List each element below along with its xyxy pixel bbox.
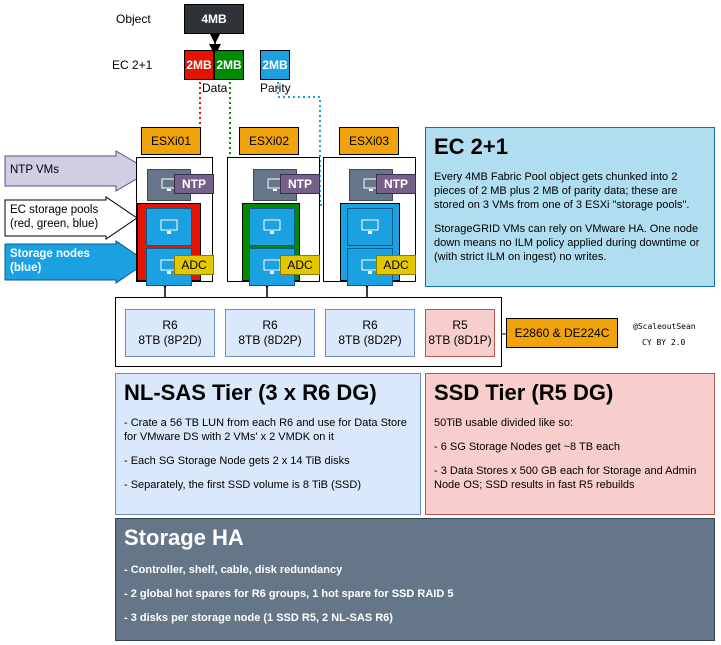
parity-label: Parity (260, 81, 291, 95)
ha-item-1: - Controller, shelf, cable, disk redunda… (124, 564, 343, 576)
esxi03-host: NTP ADC (323, 157, 416, 286)
ntp-callout-text: NTP VMs (10, 164, 59, 176)
ntp-badge: NTP (174, 174, 214, 194)
ssd-panel: SSD Tier (R5 DG) 50TiB usable divided li… (425, 373, 715, 515)
storage-nodes-callout-text: Storage nodes (blue) (10, 248, 90, 274)
chunk-blue: 2MB (260, 50, 290, 80)
chunk-red: 2MB (184, 50, 214, 80)
nlsas-item-1: - Crate a 56 TB LUN from each R6 and use… (124, 417, 407, 443)
ec-panel-text-1: Every 4MB Fabric Pool object gets chunke… (434, 171, 690, 211)
ha-panel-title: Storage HA (124, 525, 244, 550)
credit-author: @ScaleoutSean (633, 322, 696, 331)
ha-item-2: - 2 global hot spares for R6 groups, 1 h… (124, 588, 454, 600)
nlsas-item-3: - Separately, the first SSD volume is 8 … (124, 479, 361, 491)
ec-pool-green (242, 203, 300, 286)
disk-group-r6-1: R6 8TB (8P2D) (125, 309, 215, 357)
dg-size: 8TB (8P2D) (138, 333, 202, 347)
dg-size: 8TB (8D2P) (338, 333, 402, 347)
adc-badge: ADC (376, 255, 416, 275)
ntp-badge: NTP (280, 174, 320, 194)
vm-icon (347, 208, 393, 246)
ssd-item-1: 50TiB usable divided like so: (434, 417, 574, 429)
disk-group-r6-2: R6 8TB (8D2P) (225, 309, 315, 357)
array-label: E2860 & DE224C (506, 318, 618, 348)
nlsas-panel-title: NL-SAS Tier (3 x R6 DG) (124, 380, 377, 405)
esxi01-header: ESXi01 (141, 127, 201, 155)
ec-panel-text-2: StorageGRID VMs can rely on VMware HA. O… (434, 223, 700, 263)
dg-raid: R5 (452, 318, 468, 332)
esxi02-host: NTP ADC (227, 157, 320, 286)
disk-group-r6-3: R6 8TB (8D2P) (325, 309, 415, 357)
esxi01-host: NTP ADC (136, 157, 214, 286)
ec-label: EC 2+1 (112, 58, 153, 72)
dg-raid: R6 (262, 318, 278, 332)
vm-icon (249, 208, 295, 246)
ssd-item-2: - 6 SG Storage Nodes get ~8 TB each (434, 441, 620, 453)
chunk-green: 2MB (214, 50, 244, 80)
data-label: Data (202, 81, 228, 95)
ec-pools-callout: EC storage pools (red, green, blue) (4, 196, 139, 245)
disk-group-r5: R5 8TB (8D1P) (425, 309, 495, 357)
adc-badge: ADC (174, 255, 214, 275)
ec-pools-callout-text: EC storage pools (red, green, blue) (10, 204, 99, 230)
ha-item-3: - 3 disks per storage node (1 SSD R5, 2 … (124, 612, 393, 624)
storage-node-vm-icon (146, 248, 192, 286)
esxi03-header: ESXi03 (339, 127, 399, 155)
dg-size: 8TB (8D1P) (428, 333, 492, 347)
credit-license: CY BY 2.0 (642, 338, 686, 347)
dg-raid: R6 (162, 318, 178, 332)
storage-nodes-callout: Storage nodes (blue) (4, 240, 149, 289)
object-block: 4MB (184, 4, 244, 34)
nlsas-panel: NL-SAS Tier (3 x R6 DG) - Crate a 56 TB … (115, 373, 421, 515)
ssd-panel-title: SSD Tier (R5 DG) (434, 380, 614, 405)
ssd-item-3: - 3 Data Stores x 500 GB each for Storag… (434, 465, 697, 491)
nlsas-item-2: - Each SG Storage Node gets 2 x 14 TiB d… (124, 455, 350, 467)
ntp-badge: NTP (376, 174, 416, 194)
storage-node-vm-icon (347, 248, 393, 286)
object-label: Object (116, 12, 151, 26)
esxi02-header: ESXi02 (239, 127, 299, 155)
ntp-callout: NTP VMs (4, 150, 152, 197)
ec-panel-title: EC 2+1 (434, 134, 508, 159)
vm-icon (146, 208, 192, 246)
ec-panel: EC 2+1 Every 4MB Fabric Pool object gets… (425, 127, 715, 287)
ha-panel: Storage HA - Controller, shelf, cable, d… (115, 518, 715, 641)
dg-size: 8TB (8D2P) (238, 333, 302, 347)
dg-raid: R6 (362, 318, 378, 332)
ec-pool-red (137, 203, 201, 286)
adc-badge: ADC (280, 255, 320, 275)
